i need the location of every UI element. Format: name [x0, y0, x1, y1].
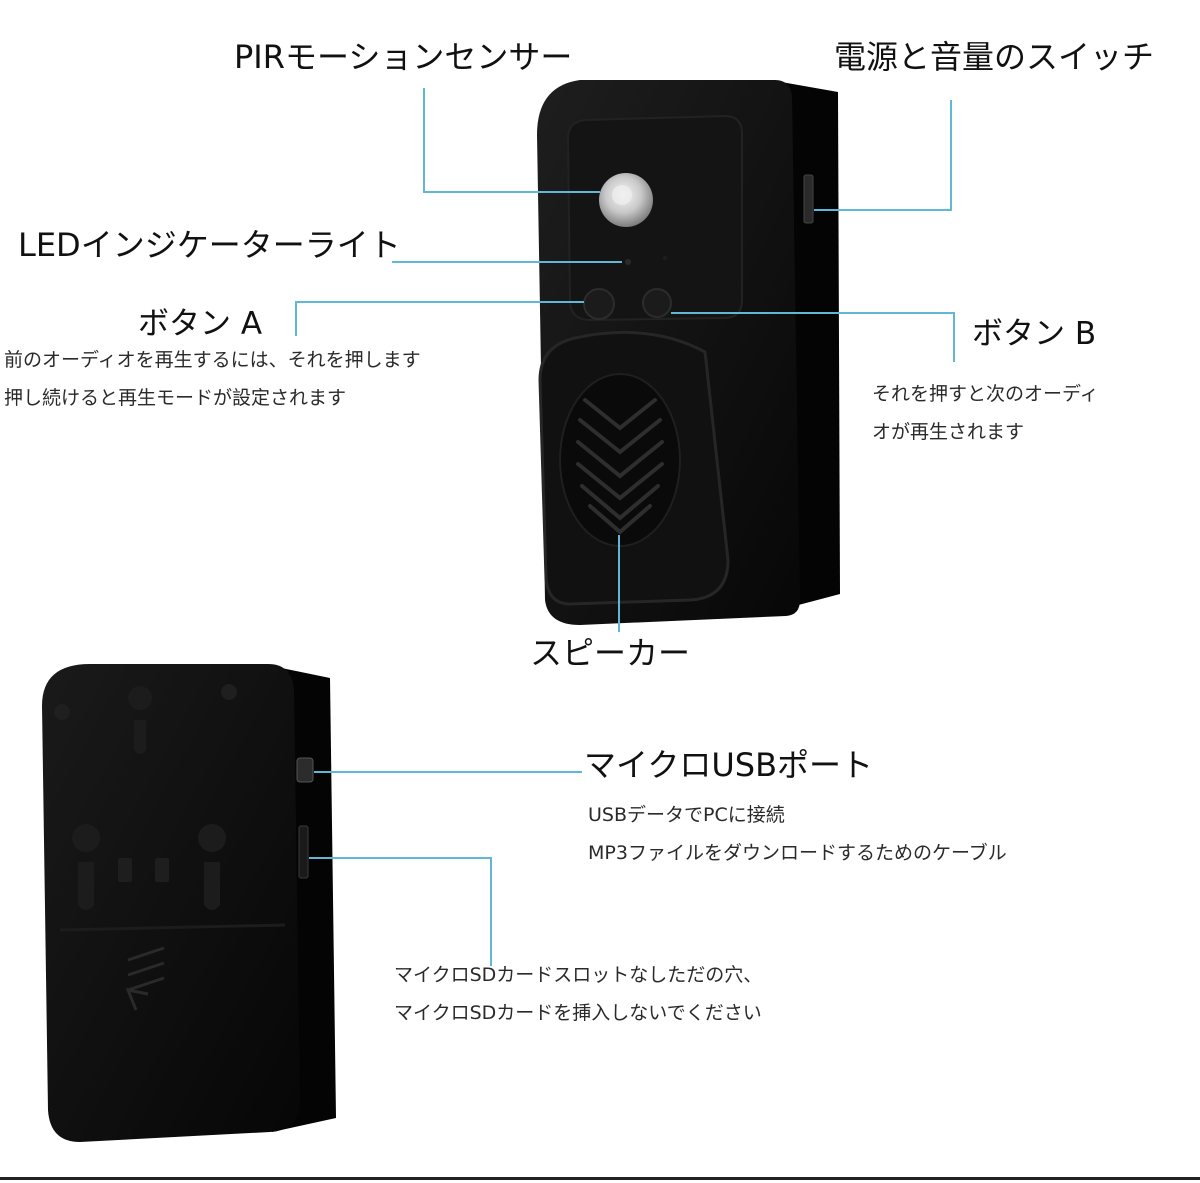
- leader-button-a: [295, 301, 584, 336]
- led-indicator-dot: [625, 259, 631, 265]
- label-sd-hole-line1: マイクロSDカードスロットなしただの穴、: [394, 964, 763, 986]
- label-button-b-title: ボタン B: [972, 316, 1097, 352]
- label-power-volume-switch: 電源と音量のスイッチ: [834, 38, 1155, 76]
- label-button-a-title: ボタン A: [138, 306, 263, 342]
- label-pir-sensor: PIRモーションセンサー: [234, 38, 573, 76]
- label-micro-usb-line2: MP3ファイルをダウンロードするためのケーブル: [588, 842, 1007, 864]
- label-micro-usb-title: マイクロUSBポート: [584, 746, 874, 784]
- button-b-cap: [642, 288, 672, 318]
- sensor-panel: [566, 114, 743, 322]
- back-device: [42, 664, 336, 1142]
- label-speaker: スピーカー: [530, 634, 691, 672]
- micro-usb-port: [296, 757, 314, 783]
- front-device: [537, 80, 840, 625]
- keyhole-mount-right: [198, 824, 227, 910]
- leader-button-b: [671, 312, 955, 362]
- label-led-indicator: LEDインジケーターライト: [18, 226, 401, 264]
- label-button-b-line1: それを押すと次のオーディ: [872, 383, 1099, 405]
- label-sd-hole-line2: マイクロSDカードを挿入しないでください: [394, 1002, 762, 1024]
- keyhole-mount-top: [128, 686, 153, 754]
- label-micro-usb-line1: USBデータでPCに接続: [588, 804, 785, 826]
- leader-sd: [309, 857, 492, 966]
- label-button-a-line1: 前のオーディオを再生するには、それを押します: [4, 349, 421, 371]
- button-a-cap: [583, 288, 615, 320]
- leader-lines: [295, 88, 955, 966]
- power-volume-switch: [803, 174, 814, 224]
- leader-pir: [423, 88, 600, 193]
- bottom-rule: [0, 1177, 1200, 1180]
- sd-card-hole: [298, 825, 309, 879]
- label-button-b-line2: オが再生されます: [872, 421, 1025, 443]
- keyhole-mount-left: [72, 824, 101, 910]
- label-button-a-line2: 押し続けると再生モードが設定されます: [4, 387, 347, 409]
- speaker-slots: [576, 398, 664, 535]
- battery-cover-arrow: [125, 946, 165, 1011]
- leader-switch: [814, 100, 952, 211]
- back-device-body: [42, 664, 300, 1142]
